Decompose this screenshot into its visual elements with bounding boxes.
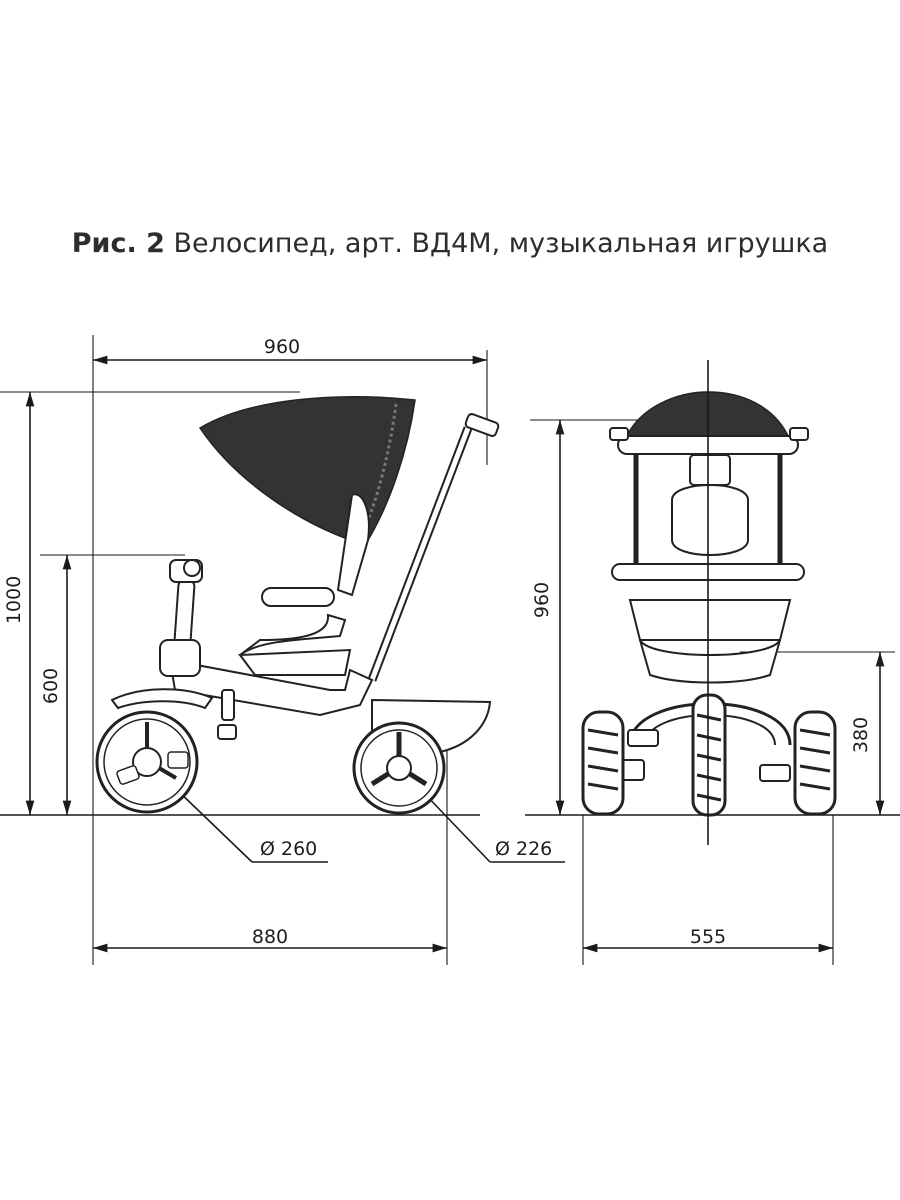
dim-600-label: 600 [40,668,62,704]
figure-caption: Велосипед, арт. ВД4М, музыкальная игрушк… [164,228,829,259]
seat-back [336,493,370,597]
left-rear-wheel-front [581,710,625,816]
seat [238,648,352,676]
seat-front [639,639,781,684]
right-rear-wheel-front [793,710,837,816]
dimension-960-height: 960 [530,419,640,815]
dim-260-label: Ø 260 [260,838,317,860]
dimension-880-bottom: 880 [92,730,448,965]
armrest [261,587,335,607]
figure-number: Рис. 2 [71,228,165,259]
rear-wheel-side [352,721,446,815]
dim-555-label: 555 [690,926,726,948]
figure-title: Рис. 2 Велосипед, арт. ВД4М, музыкальная… [0,228,900,259]
front-wheel-front [691,693,727,817]
dim-226-label: Ø 226 [495,838,552,860]
front-fender [110,688,214,710]
seat-back-front [671,484,749,556]
push-handle [464,413,500,437]
steering-head [159,639,201,677]
front-view-tricycle [581,360,837,845]
side-view-tricycle [95,396,500,815]
dim-880-label: 880 [252,926,288,948]
dim-960-label: 960 [264,336,300,358]
dim-1000-label: 1000 [3,576,25,624]
front-wheel-side [95,710,199,814]
dim-380-label: 380 [850,717,872,753]
dimension-600-height: 600 [40,554,185,815]
dimension-960-top: 960 [92,335,488,815]
dimension-1000-height: 1000 [0,391,300,815]
dim-960-side-label: 960 [531,582,553,618]
dimension-555-width: 555 [582,815,834,965]
